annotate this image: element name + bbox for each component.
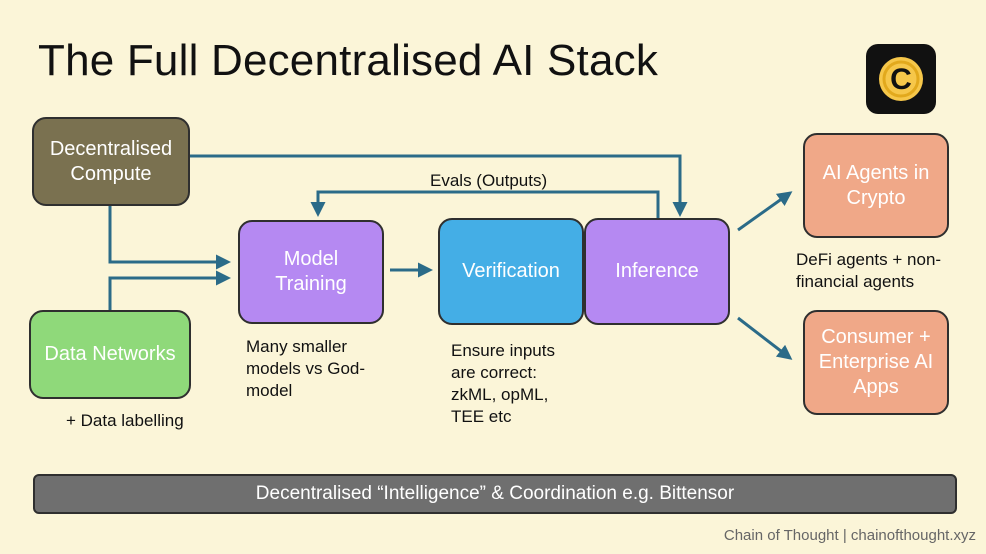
node-verification-label: Verification (462, 260, 560, 282)
agents-note: DeFi agents + non- financial agents (796, 250, 942, 291)
logo-letter: C (890, 63, 912, 96)
node-consumer-apps: Consumer + Enterprise AI Apps (803, 310, 949, 415)
node-verification: Verification (438, 218, 584, 325)
bottom-bar-label: Decentralised “Intelligence” & Coordinat… (255, 483, 735, 504)
bottom-coordination-bar: Decentralised “Intelligence” & Coordinat… (33, 474, 957, 514)
node-consumer-apps-label: Consumer + Enterprise AI Apps (818, 326, 934, 398)
node-data-networks-label: Data Networks (44, 343, 176, 365)
arrow-compute-to-inference (190, 154, 688, 217)
verification-note: Ensure inputs are correct: zkML, opML, T… (451, 341, 555, 426)
node-decentralised-compute: Decentralised Compute (32, 117, 190, 206)
node-inference: Inference (584, 218, 730, 325)
evals-label: Evals (Outputs) (430, 171, 548, 190)
node-compute-label: Decentralised Compute (49, 137, 173, 185)
node-ai-agents-label: AI Agents in Crypto (822, 161, 930, 209)
logo-graphic: C (879, 57, 923, 101)
node-data-networks: Data Networks (29, 310, 191, 399)
arrow-evals-feedback (310, 190, 660, 218)
model-training-note: Many smaller models vs God- model (246, 337, 366, 400)
arrow-compute-to-training (108, 206, 231, 270)
node-model-training: Model Training (238, 220, 384, 324)
chain-of-thought-logo-icon: C (866, 44, 936, 114)
page-title: The Full Decentralised AI Stack (38, 36, 659, 85)
arrow-inference-to-apps (737, 316, 793, 360)
node-ai-agents: AI Agents in Crypto (803, 133, 949, 238)
data-labelling-note: + Data labelling (66, 411, 184, 430)
node-inference-label: Inference (615, 260, 699, 282)
arrow-data-to-training (108, 270, 231, 310)
node-model-training-label: Model Training (275, 248, 347, 295)
arrow-inference-to-agents (737, 191, 793, 232)
footer-credit: Chain of Thought | chainofthought.xyz (723, 527, 976, 544)
